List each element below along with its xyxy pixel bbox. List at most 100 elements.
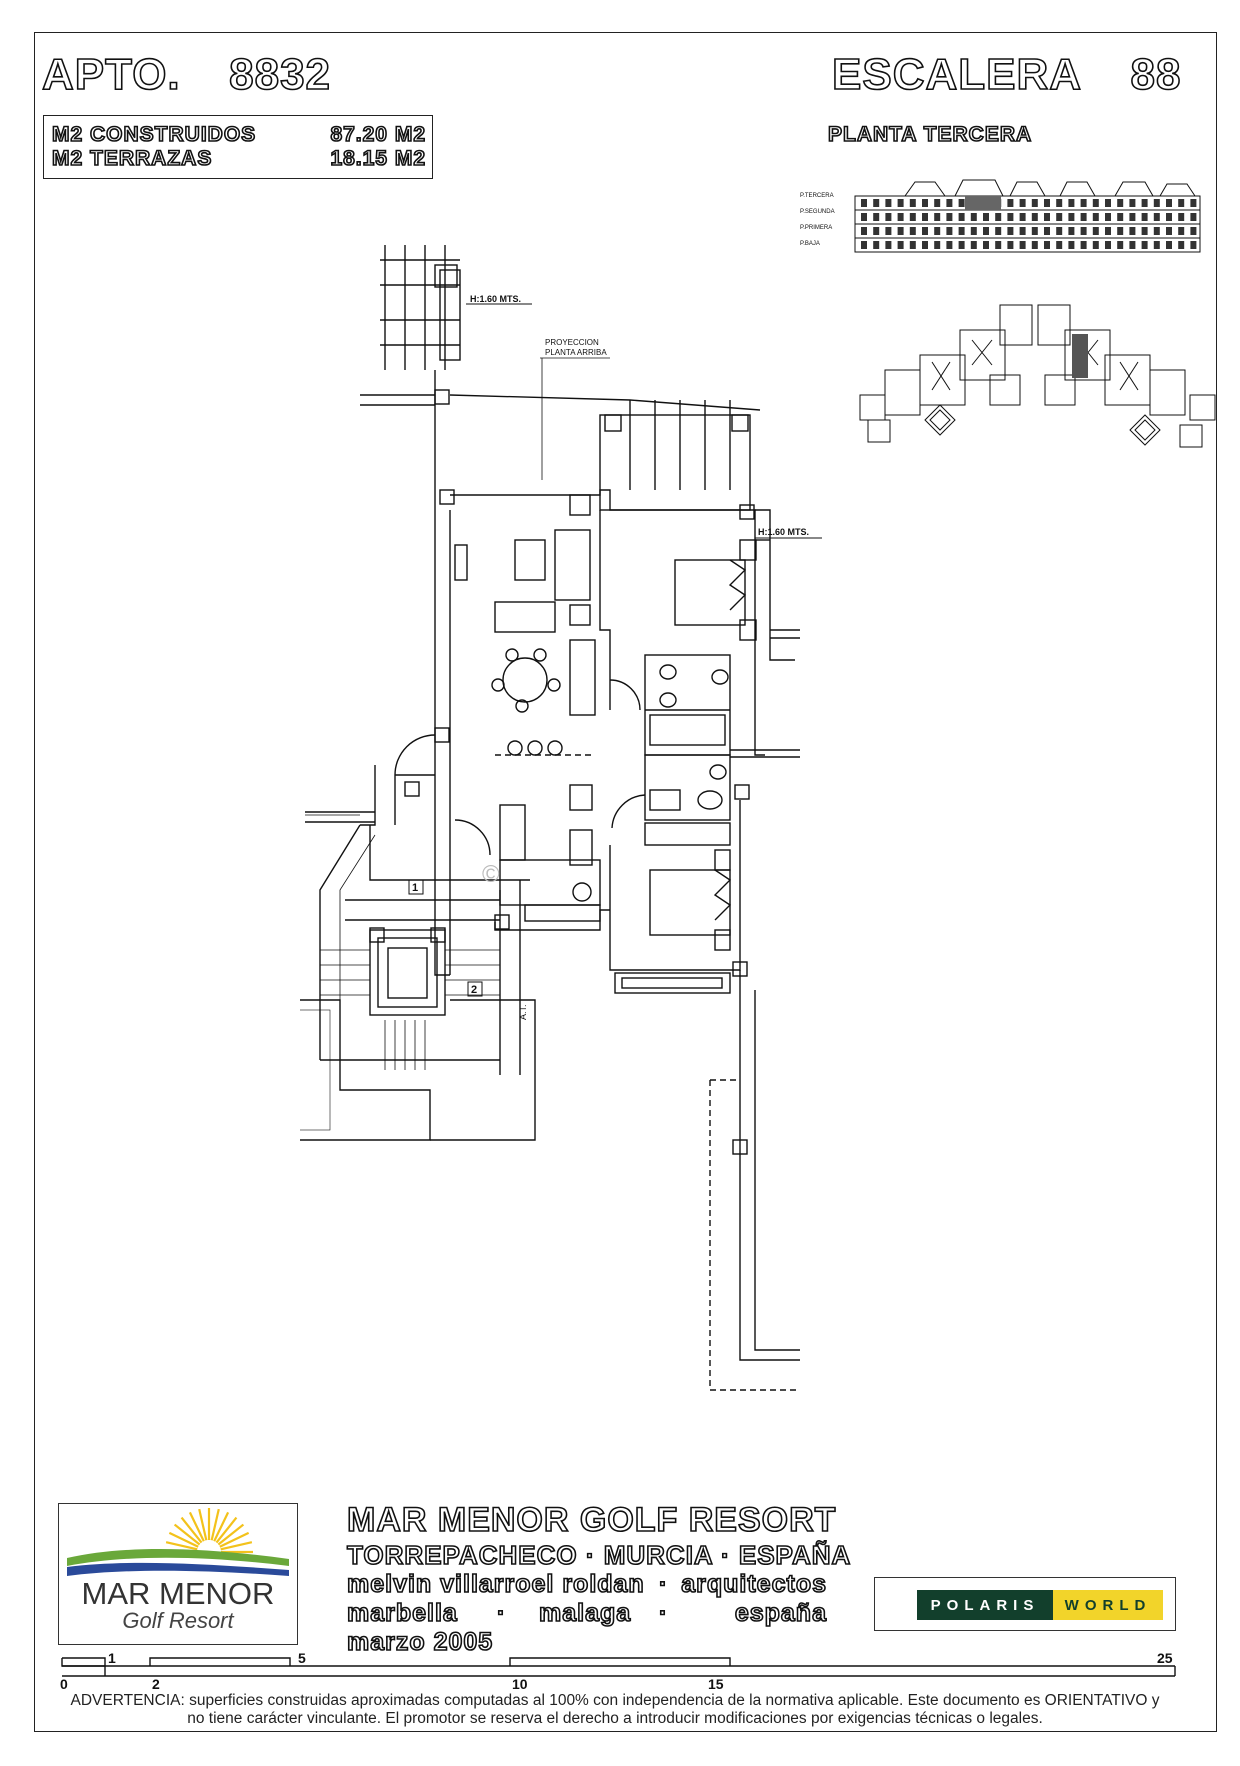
door-label: 2 [471,984,477,996]
sun-ray [168,1531,199,1548]
sun-ray [217,1523,245,1546]
elevation-window [909,199,916,207]
architect-role: arquitectos [680,1569,827,1599]
elevation-window [934,227,941,235]
elevation-window [983,241,989,249]
sun-ray [188,1511,205,1542]
elevation-window [1153,213,1160,221]
elevation-window [873,199,880,207]
elevation-window [1007,213,1014,221]
height-note: H:1.60 MTS. [470,294,521,304]
elevation-window [873,241,880,249]
elevation-window [1056,199,1063,207]
elevation-window [1166,213,1172,221]
scale-tick: 15 [708,1676,724,1690]
elevation-window [1056,227,1063,235]
elevation-window [1129,227,1136,235]
upper-pergola [380,245,461,370]
floor-level-title: PLANTA TERCERA [827,122,1033,147]
elevation-window [1031,213,1038,221]
elevation-window [1129,199,1136,207]
sun-ray [213,1511,230,1542]
scale-tick: 10 [512,1676,528,1690]
elevation-window [873,227,880,235]
elevation-floor-label: P.TERCERA [800,193,834,199]
elevation-window [934,199,941,207]
elevation-window [1019,241,1026,249]
elevation-window [1080,241,1087,249]
city: marbella [346,1598,458,1628]
elevation-window [1007,199,1014,207]
elevation-window [1019,213,1026,221]
elevation-window [1068,241,1075,249]
scale-tick: 0 [60,1676,68,1690]
elevation-window [1141,213,1148,221]
elevation-window [1129,241,1136,249]
escalera-label: ESCALERA [831,49,1083,100]
elevation-window [885,241,892,249]
scale-bar: 0 1 2 5 10 15 25 [60,1650,1176,1690]
sun-icon [165,1508,253,1554]
elevation-window [1092,227,1099,235]
separator: · [496,1598,507,1628]
elevation-window [1019,199,1026,207]
elevation-window [1117,227,1124,235]
elevation-window [970,241,977,249]
elevation-window [983,213,989,221]
elevation-window [1117,241,1124,249]
area-value: 18.15 M2 [330,146,426,171]
apto-label: APTO. [41,49,181,100]
elevation-window [1117,199,1124,207]
elevation-window [897,227,904,235]
polaris-text: POLARIS [917,1590,1053,1620]
elevation-window [1117,213,1124,221]
building-elevation-diagram: P.TERCERA P.SEGUNDA P.PRIMERA P.BAJA [800,179,1201,253]
elevation-window [1153,241,1160,249]
date-line: marzo 2005 [346,1627,827,1657]
elevation-floor-label: P.SEGUNDA [800,209,835,215]
projection-note: PLANTA ARRIBA [545,348,607,357]
elevation-window [946,199,953,207]
sun-ray [165,1541,198,1551]
elevation-window [1080,227,1087,235]
elevation-window [1178,213,1185,221]
elevation-window [885,227,892,235]
at-label: A.T. [518,1004,528,1020]
elevation-window [1178,227,1185,235]
elevation-window [922,241,928,249]
elevation-window [1044,241,1050,249]
elevation-window [1166,199,1172,207]
elevation-window [1092,213,1099,221]
resort-location: TORREPACHECO · MURCIA · ESPAÑA [346,1539,852,1571]
architect-name: melvin villarroel roldan [346,1569,645,1599]
elevation-window [1190,199,1197,207]
watermark: © [482,861,500,888]
scale-tick: 25 [1157,1650,1173,1666]
door-marker [467,981,483,997]
elevation-window [922,199,928,207]
elevation-window [909,213,916,221]
project-credits: MAR MENOR GOLF RESORT TORREPACHECO · MUR… [346,1500,852,1657]
elevation-window [958,199,965,207]
elevation-window [885,199,892,207]
polaris-world-logo: POLARIS WORLD [874,1577,1176,1631]
elevation-window [1178,241,1185,249]
country: españa [734,1598,827,1628]
elevation-window [1092,241,1099,249]
sun-ray [220,1541,253,1551]
apartment-title: APTO. 8832 [41,49,332,100]
area-value: 87.20 M2 [330,122,426,147]
elevation-window [1178,199,1185,207]
elevation-window [1007,227,1014,235]
world-text: WORLD [1053,1590,1163,1620]
elevation-window [1044,227,1050,235]
sun-ray [198,1508,208,1541]
elevation-window [1105,241,1111,249]
elevation-window [970,213,977,221]
elevation-window [1141,227,1148,235]
page-frame [34,32,1217,1732]
right-pergola [604,400,749,490]
elevation-window [1056,213,1063,221]
elevation-window [1105,213,1111,221]
apto-number: 8832 [228,49,332,100]
